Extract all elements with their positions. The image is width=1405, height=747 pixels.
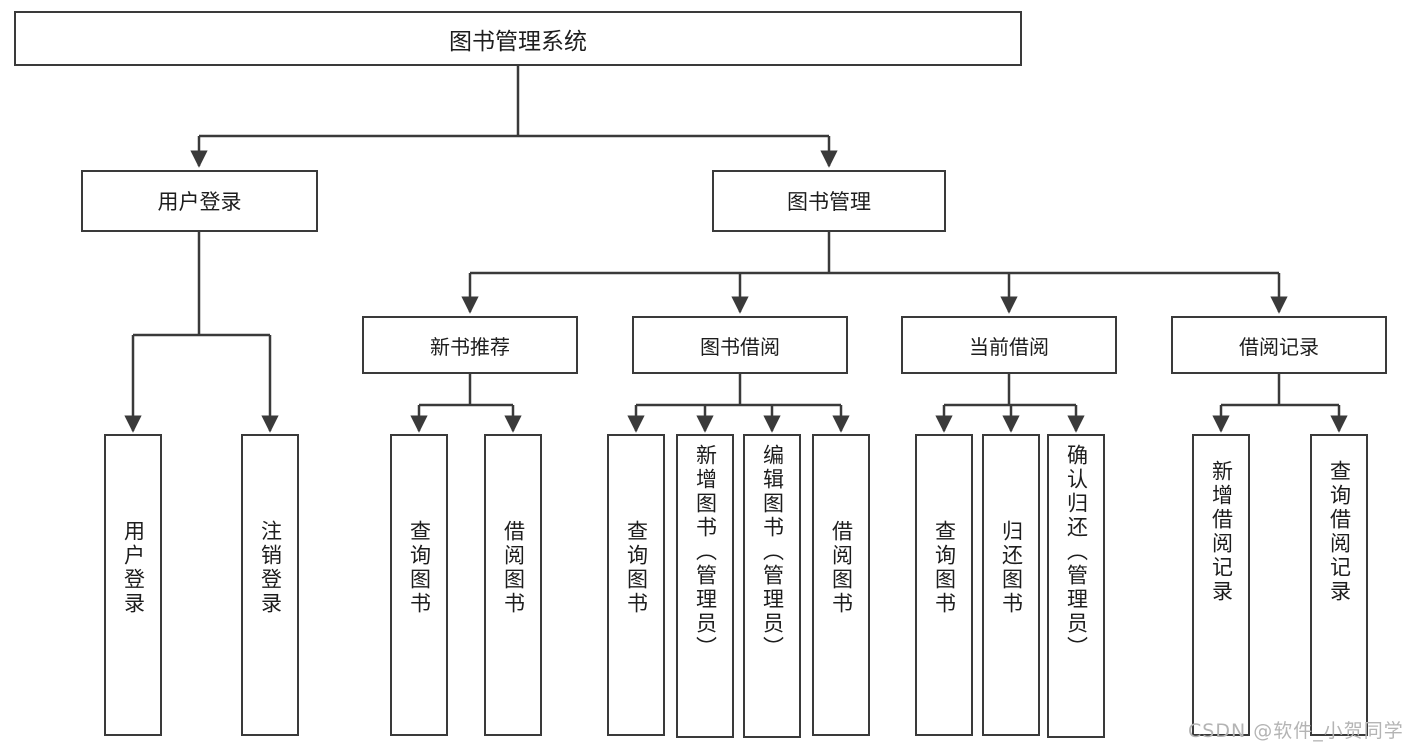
leaf-query-books-current[interactable]: 查询图书 <box>915 434 973 736</box>
leaf-user-login[interactable]: 用户登录 <box>104 434 162 736</box>
leaf-confirm-return-admin-label: 确认归还（管理员） <box>1064 444 1089 660</box>
leaf-query-borrow-record-label: 查询借阅记录 <box>1327 460 1352 604</box>
leaf-borrow-books-borrow-label: 借阅图书 <box>829 520 854 616</box>
leaf-borrow-books-new-label: 借阅图书 <box>501 520 526 616</box>
leaf-add-book-admin-label: 新增图书（管理员） <box>693 444 718 660</box>
leaf-add-borrow-record[interactable]: 新增借阅记录 <box>1192 434 1250 736</box>
leaf-edit-book-admin-label: 编辑图书（管理员） <box>760 444 785 660</box>
node-borrow-record[interactable]: 借阅记录 <box>1171 316 1387 374</box>
leaf-user-login-label: 用户登录 <box>121 520 146 616</box>
leaf-borrow-books-new[interactable]: 借阅图书 <box>484 434 542 736</box>
node-book-borrow-label: 图书借阅 <box>700 334 780 359</box>
leaf-query-books-new-label: 查询图书 <box>407 520 432 616</box>
leaf-add-borrow-record-label: 新增借阅记录 <box>1209 460 1234 604</box>
leaf-confirm-return-admin[interactable]: 确认归还（管理员） <box>1047 434 1105 738</box>
leaf-return-books-label: 归还图书 <box>999 520 1024 616</box>
leaf-query-borrow-record[interactable]: 查询借阅记录 <box>1310 434 1368 736</box>
node-current-borrow[interactable]: 当前借阅 <box>901 316 1117 374</box>
node-new-book-recommend[interactable]: 新书推荐 <box>362 316 578 374</box>
leaf-query-books-new[interactable]: 查询图书 <box>390 434 448 736</box>
leaf-query-books-borrow[interactable]: 查询图书 <box>607 434 665 736</box>
watermark: CSDN @软件_小贺同学 <box>1188 720 1404 742</box>
leaf-logout-label: 注销登录 <box>258 520 283 616</box>
node-book-borrow[interactable]: 图书借阅 <box>632 316 848 374</box>
leaf-query-books-borrow-label: 查询图书 <box>624 520 649 616</box>
leaf-return-books[interactable]: 归还图书 <box>982 434 1040 736</box>
leaf-add-book-admin[interactable]: 新增图书（管理员） <box>676 434 734 738</box>
node-new-book-recommend-label: 新书推荐 <box>430 334 510 359</box>
leaf-logout[interactable]: 注销登录 <box>241 434 299 736</box>
node-current-borrow-label: 当前借阅 <box>969 334 1049 359</box>
node-book-management[interactable]: 图书管理 <box>712 170 946 232</box>
leaf-query-books-current-label: 查询图书 <box>932 520 957 616</box>
node-borrow-record-label: 借阅记录 <box>1239 334 1319 359</box>
node-user-login-label: 用户登录 <box>157 190 242 214</box>
node-book-management-label: 图书管理 <box>787 190 871 214</box>
leaf-edit-book-admin[interactable]: 编辑图书（管理员） <box>743 434 801 738</box>
node-root-label: 图书管理系统 <box>449 28 587 55</box>
leaf-borrow-books-borrow[interactable]: 借阅图书 <box>812 434 870 736</box>
node-root[interactable]: 图书管理系统 <box>14 11 1022 66</box>
node-user-login[interactable]: 用户登录 <box>81 170 318 232</box>
